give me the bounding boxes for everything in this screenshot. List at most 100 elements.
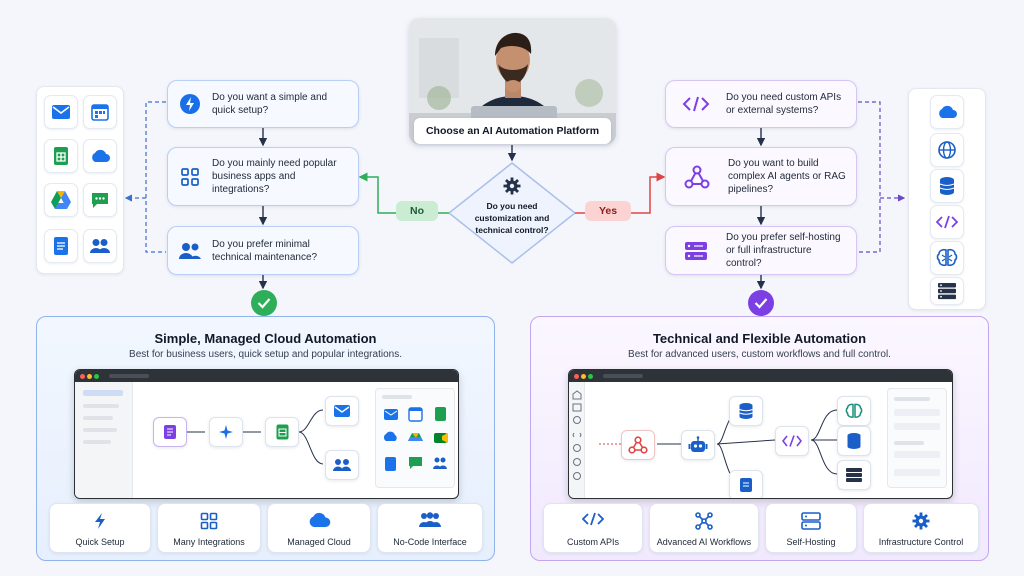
feature-label: Advanced AI Workflows [656,537,752,547]
globe-tile [930,133,964,167]
docs-node[interactable] [153,417,187,447]
code-tile [930,205,964,239]
feature-label: Many Integrations [173,537,245,547]
code-icon [682,96,710,112]
question-card-minimal-maintenance[interactable]: Do you prefer minimal technical maintena… [167,226,359,275]
feature-quick-setup[interactable]: Quick Setup [49,503,151,553]
feature-label: Self-Hosting [786,537,836,547]
workflow-editor-window [568,369,953,499]
feature-label: Quick Setup [75,537,125,547]
checkmark-icon [754,298,768,309]
chat-icon [92,193,108,208]
code-icon [582,512,604,526]
sparkle-icon [219,425,233,439]
cloud-tile [83,139,117,173]
brain-node[interactable] [837,396,871,426]
cloud-app-window [74,369,459,499]
question-card-custom-apis[interactable]: Do you need custom APIs or external syst… [665,80,857,128]
cloud-tile [930,95,964,129]
question-card-popular-apps[interactable]: Do you mainly need popular business apps… [167,147,359,206]
feature-custom-apis[interactable]: Custom APIs [543,503,643,553]
apps-grid-icon [181,167,199,186]
drive-tile [44,183,78,217]
cloud-icon [92,149,110,162]
gear-icon [912,512,930,530]
brain-icon [936,248,958,267]
server-node[interactable] [837,460,871,490]
code-icon [782,435,802,447]
left-check-badge [251,290,277,316]
code-icon [936,215,958,229]
mail-icon [52,105,70,119]
globe-icon [938,141,956,159]
code-node[interactable] [775,426,809,456]
right-check-badge [748,290,774,316]
storage-node[interactable] [837,426,871,456]
feature-self-hosting[interactable]: Self-Hosting [765,503,857,553]
result-title: Simple, Managed Cloud Automation [154,331,377,346]
platform-choice-label: Choose an AI Automation Platform [414,118,611,144]
result-subtitle: Best for advanced users, custom workflow… [628,349,891,360]
feature-advanced-ai-workflows[interactable]: Advanced AI Workflows [649,503,759,553]
document-node[interactable] [729,470,763,498]
gear-icon [503,177,521,195]
feature-many-integrations[interactable]: Many Integrations [157,503,261,553]
feature-no-code[interactable]: No-Code Interface [377,503,483,553]
no-branch-label[interactable]: No [396,201,438,221]
feature-managed-cloud[interactable]: Managed Cloud [267,503,371,553]
question-text: Do you prefer minimal technical maintena… [212,238,318,263]
technical-flexible-result: Technical and Flexible Automation Best f… [530,316,989,561]
database-icon [939,177,955,195]
brain-icon [845,403,863,418]
sheets-node[interactable] [265,417,299,447]
cloud-icon [939,105,957,118]
left-integrations-panel [36,86,124,274]
team-icon [333,459,351,471]
question-card-simple-setup[interactable]: Do you want a simple and quick setup? [167,80,359,128]
yes-branch-label[interactable]: Yes [585,201,631,221]
team-tile [83,229,117,263]
sheets-tile [44,139,78,173]
webhook-node[interactable] [621,430,655,460]
database-node[interactable] [729,396,763,426]
feature-label: No-Code Interface [393,537,467,547]
lightning-icon [180,94,200,114]
drive-icon [51,191,71,209]
server-rack-tile [930,277,964,305]
mail-icon [334,405,350,417]
question-card-ai-agents[interactable]: Do you want to build complex AI agents o… [665,147,857,206]
feature-label: Managed Cloud [287,537,351,547]
webhook-icon [628,436,648,454]
server-rack-icon [938,283,956,300]
question-text: Do you want a simple and quick setup? [212,92,328,116]
brain-tile [930,241,964,275]
mail-tile [44,95,78,129]
database-icon [847,433,861,449]
cloud-icon [309,512,331,527]
calendar-tile [83,95,117,129]
server-rack-icon [846,468,862,482]
question-card-self-hosting[interactable]: Do you prefer self-hosting or full infra… [665,226,857,275]
question-text: Do you want to build complex AI agents o… [728,158,846,195]
decision-question: Do you need customization and technical … [474,201,550,235]
properties-panel [887,388,947,488]
question-text: Do you prefer self-hosting or full infra… [726,232,841,269]
team-node[interactable] [325,450,359,480]
server-icon [801,512,821,530]
ai-agent-node[interactable] [681,430,715,460]
feature-infrastructure-control[interactable]: Infrastructure Control [863,503,979,553]
sheets-icon [54,147,68,165]
database-tile [930,169,964,203]
mail-node[interactable] [325,396,359,426]
document-icon [740,478,752,492]
lightning-icon [95,513,105,529]
docs-tile [44,229,78,263]
checkmark-icon [257,298,271,309]
docs-icon [54,237,68,255]
ai-sparkle-node[interactable] [209,417,243,447]
result-subtitle: Best for business users, quick setup and… [129,349,402,360]
question-text: Do you mainly need popular business apps… [212,158,337,195]
result-title: Technical and Flexible Automation [652,331,867,346]
calendar-icon [91,104,109,121]
